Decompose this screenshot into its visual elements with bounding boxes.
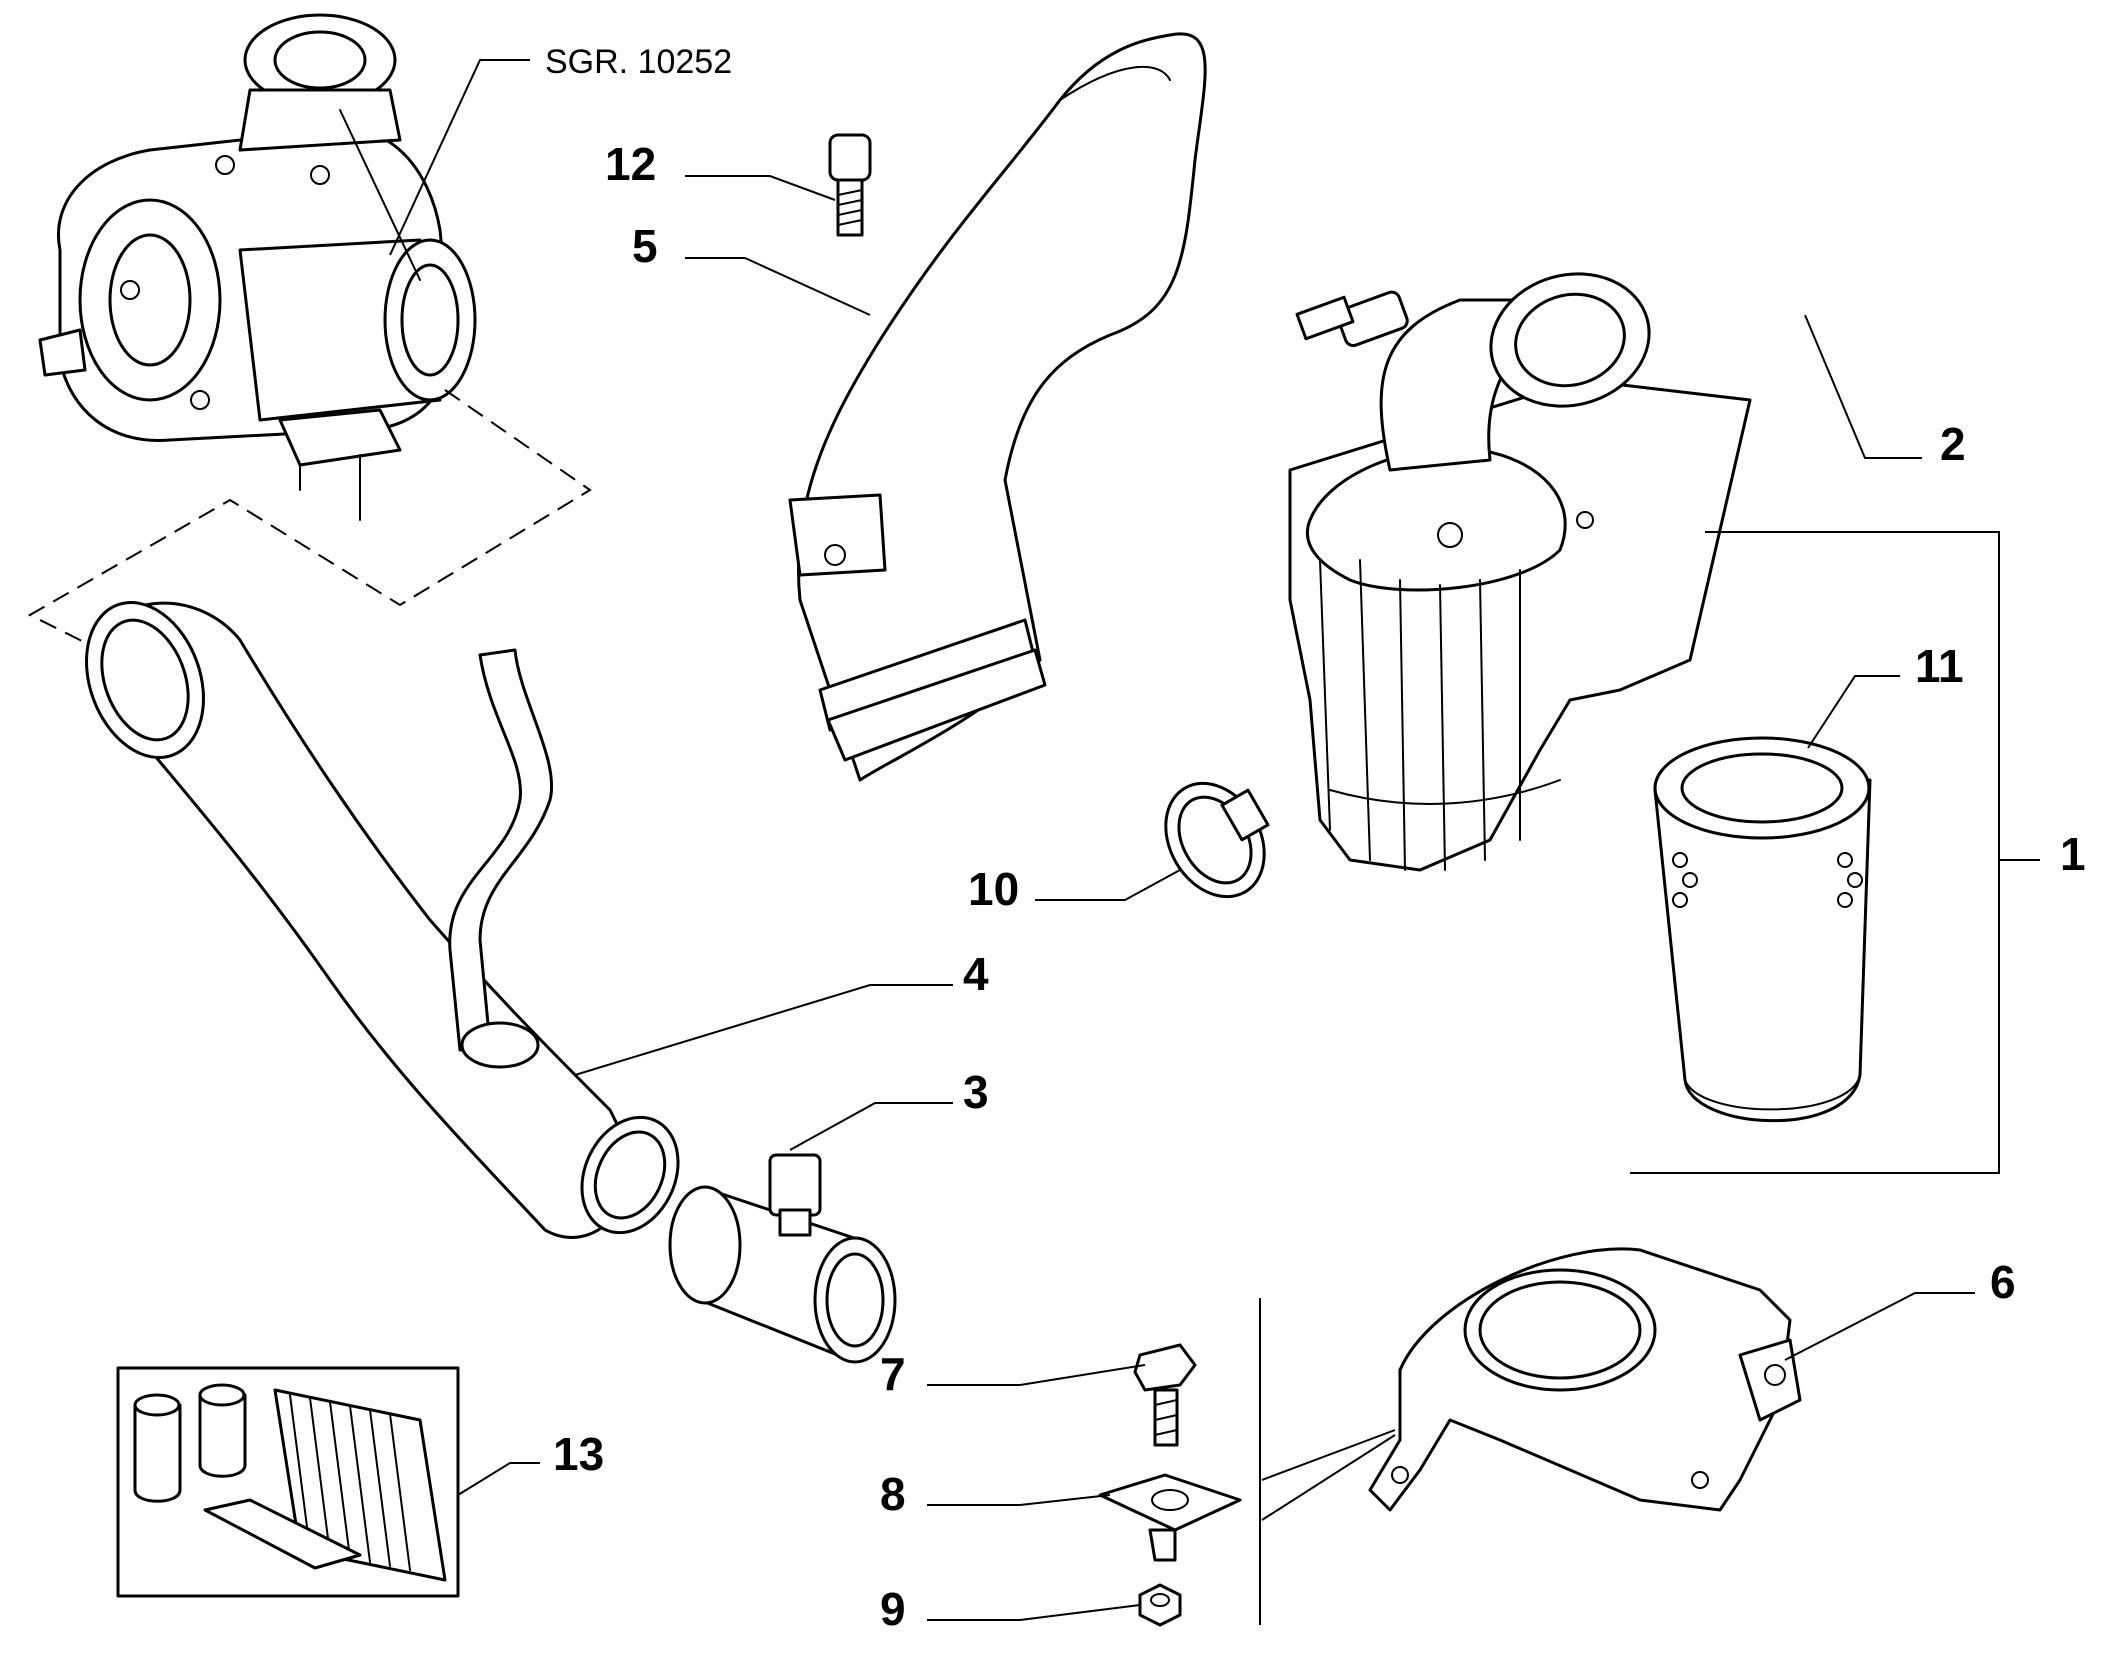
callout-4: 4 [963, 948, 989, 1000]
screw-7-drawing [1133, 1343, 1197, 1447]
leader-line-3 [789, 1102, 953, 1151]
intake-duct-5-drawing [788, 32, 1207, 782]
callout-6: 6 [1990, 1256, 2016, 1308]
intake-hose-4-drawing [85, 601, 680, 1239]
reference-label: SGR. 10252 [545, 43, 732, 81]
callout-5: 5 [632, 220, 658, 272]
connection-dashed-outline [27, 389, 592, 651]
leader-line-reference [389, 59, 530, 256]
leader-line-10 [1035, 869, 1181, 901]
leader-line-2 [1804, 314, 1922, 459]
leader-line-11 [1807, 675, 1900, 749]
bolt-2-drawing [1295, 290, 1409, 348]
callout-13: 13 [553, 1428, 604, 1480]
callout-11: 11 [1915, 640, 1964, 692]
callout-10: 10 [968, 863, 1019, 915]
callout-8: 8 [880, 1468, 906, 1520]
turbocharger-drawing [38, 13, 477, 521]
leader-line-4 [574, 984, 953, 1076]
filter-cartridge-11-drawing [1653, 736, 1872, 1123]
callout-3: 3 [963, 1066, 989, 1118]
leader-line-5 [685, 257, 871, 316]
callout-9: 9 [880, 1583, 906, 1635]
leader-line-12 [685, 175, 836, 201]
callout-7: 7 [880, 1348, 906, 1400]
clip-8-drawing [1098, 1473, 1242, 1562]
leader-line-6-to-screw [1261, 1429, 1396, 1481]
callout-12: 12 [605, 138, 656, 190]
air-filter-housing-1-drawing [1288, 272, 1752, 872]
leader-line-9 [927, 1604, 1141, 1621]
bracket-6-drawing [1368, 1247, 1802, 1512]
leader-line-8 [927, 1494, 1111, 1506]
leader-line-7 [927, 1364, 1146, 1386]
callout-1: 1 [2060, 828, 2086, 880]
air-mass-meter-3-drawing [668, 1153, 897, 1364]
callout-2: 2 [1940, 418, 1966, 470]
clamp-10-drawing [1164, 781, 1270, 899]
bolt-12-drawing [828, 133, 872, 237]
nut-9-drawing [1138, 1583, 1182, 1627]
leader-line-6-to-clip [1261, 1434, 1396, 1521]
leader-line-6 [1784, 1292, 1975, 1361]
leader-line-13 [457, 1462, 540, 1496]
leader-line-1 [1630, 531, 2000, 1174]
filter-kit-13-drawing [116, 1366, 460, 1598]
